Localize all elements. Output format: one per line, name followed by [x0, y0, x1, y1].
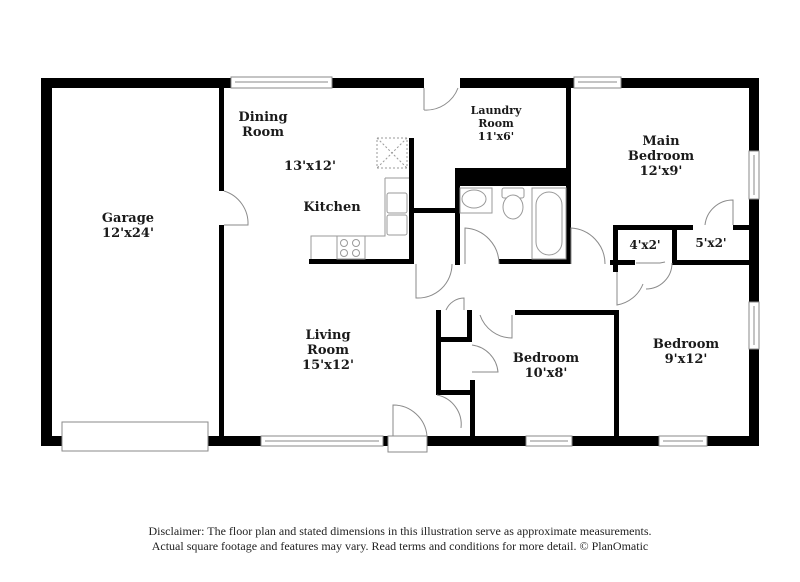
exterior-walls: [41, 78, 759, 446]
room-label-kitchen: Kitchen: [303, 200, 361, 215]
room-name-line1: Main: [642, 134, 680, 149]
room-label-main-bedroom: Main Bedroom 12'x9': [628, 134, 694, 179]
room-label-laundry: Laundry Room 11'x6': [471, 104, 522, 143]
room-dims: 11'x6': [477, 130, 515, 143]
interior-walls: [219, 78, 749, 440]
room-name: Garage: [101, 211, 155, 226]
room-dims: 12'x9': [639, 164, 683, 179]
room-label-garage: Garage 12'x24': [102, 211, 154, 241]
room-name-line1: Laundry: [470, 104, 522, 117]
room-label-bedroom-3: Bedroom 9'x12': [653, 337, 719, 367]
fixtures: [310, 137, 567, 260]
room-label-dining: Dining Room: [238, 110, 287, 140]
room-name-line2: Room: [478, 117, 514, 130]
room-name-line1: Living: [305, 328, 351, 343]
room-dims: 15'x12': [302, 358, 354, 373]
room-label-bedroom-2: Bedroom 10'x8': [513, 351, 579, 381]
room-label-closet-4x2: 4'x2': [629, 238, 661, 252]
room-name-line2: Room: [242, 125, 284, 140]
room-name: Bedroom: [512, 351, 580, 366]
room-dims: 10'x8': [524, 366, 568, 381]
room-name-line1: Dining: [238, 110, 288, 125]
room-dims: 12'x24': [102, 226, 154, 241]
room-name: Bedroom: [652, 337, 720, 352]
room-label-living: Living Room 15'x12': [302, 328, 354, 373]
doors: [223, 87, 734, 437]
room-name-line2: Bedroom: [627, 149, 695, 164]
room-name-line2: Room: [307, 343, 349, 358]
disclaimer: Disclaimer: The floor plan and stated di…: [0, 524, 800, 554]
room-dims: 9'x12': [664, 352, 708, 367]
windows: [61, 76, 760, 453]
disclaimer-line-2: Actual square footage and features may v…: [151, 539, 649, 553]
room-label-closet-5x2: 5'x2': [695, 236, 727, 250]
room-dims-dining: 13'x12': [284, 159, 336, 174]
disclaimer-line-1: Disclaimer: The floor plan and stated di…: [148, 524, 652, 538]
